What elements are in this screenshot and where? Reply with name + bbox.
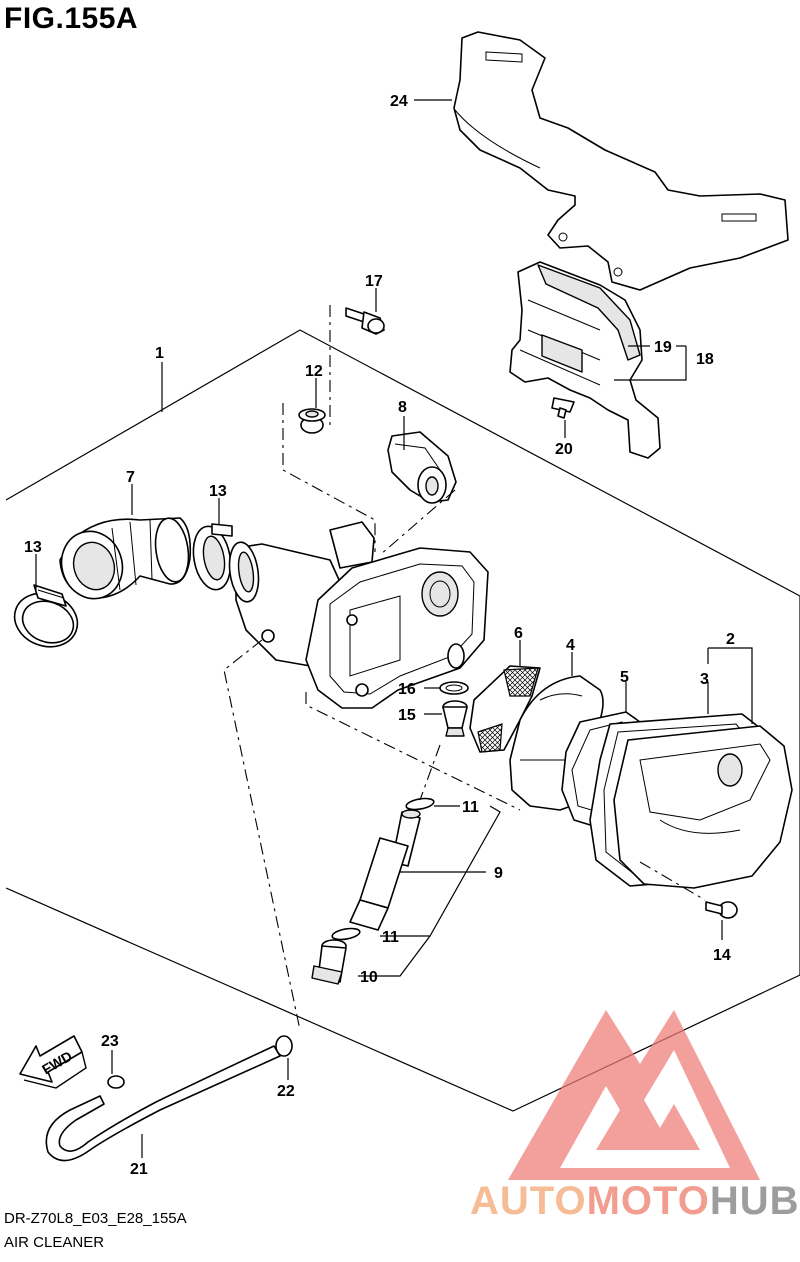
callout-11-lower[interactable]: 11 <box>382 929 399 946</box>
centerline-drain <box>419 744 441 801</box>
part-9-drain-tube[interactable] <box>349 809 421 931</box>
part-22-clamp[interactable] <box>275 1035 293 1057</box>
part-11-clip-upper[interactable] <box>405 797 435 812</box>
centerline-filter <box>305 692 521 811</box>
centerline-12 <box>282 403 376 552</box>
callout-4[interactable]: 4 <box>566 637 575 654</box>
leader-lines <box>35 99 753 1158</box>
callout-1[interactable]: 1 <box>155 345 164 362</box>
watermark-auto: AUTO <box>470 1179 587 1223</box>
callout-6[interactable]: 6 <box>514 625 523 642</box>
centerline-8 <box>379 489 456 556</box>
callout-13-middle[interactable]: 13 <box>209 483 227 500</box>
callout-8[interactable]: 8 <box>398 399 407 416</box>
watermark-triangle-icon <box>508 1010 760 1180</box>
watermark-moto: MOTO <box>587 1179 710 1223</box>
callout-10[interactable]: 10 <box>360 969 378 986</box>
part-24-holder-plate[interactable] <box>453 31 789 291</box>
part-16-o-ring[interactable] <box>439 681 469 695</box>
part-7-intake-hose[interactable] <box>53 516 192 607</box>
figure-code: DR-Z70L8_E03_E28_155A <box>4 1210 187 1227</box>
callout-5[interactable]: 5 <box>620 669 629 686</box>
svg-text:AUTOMOTOHUB: AUTOMOTOHUB <box>470 1179 800 1223</box>
part-17-bolt[interactable] <box>345 307 385 335</box>
part-21-breather-hose[interactable] <box>45 1045 281 1162</box>
callout-20[interactable]: 20 <box>555 441 573 458</box>
callout-21[interactable]: 21 <box>130 1161 148 1178</box>
callout-24[interactable]: 24 <box>390 93 408 110</box>
callout-17[interactable]: 17 <box>365 273 383 290</box>
callout-14[interactable]: 14 <box>713 947 731 964</box>
part-13-clamp-middle[interactable] <box>189 523 236 592</box>
part-12-grommet[interactable] <box>298 408 326 434</box>
callout-2[interactable]: 2 <box>726 631 735 648</box>
callout-7[interactable]: 7 <box>126 469 135 486</box>
part-11-clip-lower[interactable] <box>331 927 361 942</box>
part-14-screw[interactable] <box>705 901 738 919</box>
assembly-frame <box>5 329 800 1112</box>
callout-labels: 1 2 3 4 5 6 7 8 9 10 11 11 12 13 13 14 1… <box>24 93 735 1178</box>
fwd-direction-arrow: FWD <box>19 1035 87 1089</box>
callout-12[interactable]: 12 <box>305 363 323 380</box>
part-1-cleaner-case[interactable] <box>226 521 489 709</box>
callout-15[interactable]: 15 <box>398 707 416 724</box>
callout-13-left[interactable]: 13 <box>24 539 42 556</box>
part-13-clamp-left[interactable] <box>7 584 85 656</box>
callout-9[interactable]: 9 <box>494 865 503 882</box>
part-6-mesh-screen[interactable] <box>469 665 541 753</box>
figure-title: FIG.155A <box>4 2 139 35</box>
callout-19[interactable]: 19 <box>654 339 672 356</box>
centerline-breather <box>223 639 301 1031</box>
callout-18[interactable]: 18 <box>696 351 714 368</box>
part-15-drain-plug[interactable] <box>442 700 468 737</box>
watermark-logo: AUTOMOTOHUB <box>470 1010 800 1223</box>
figure-name: AIR CLEANER <box>4 1234 105 1251</box>
callout-23[interactable]: 23 <box>101 1033 119 1050</box>
part-23-clamp[interactable] <box>107 1075 125 1089</box>
callout-11-upper[interactable]: 11 <box>462 799 479 816</box>
part-10-plug[interactable] <box>311 939 347 985</box>
part-18-bracket[interactable] <box>509 261 661 459</box>
part-20-clip[interactable] <box>551 397 575 419</box>
part-2-cover[interactable] <box>613 725 793 889</box>
callout-3[interactable]: 3 <box>700 671 709 688</box>
callout-16[interactable]: 16 <box>398 681 416 698</box>
part-8-clamp[interactable] <box>387 431 457 504</box>
callout-22[interactable]: 22 <box>277 1083 295 1100</box>
watermark-hub: HUB <box>710 1179 800 1223</box>
